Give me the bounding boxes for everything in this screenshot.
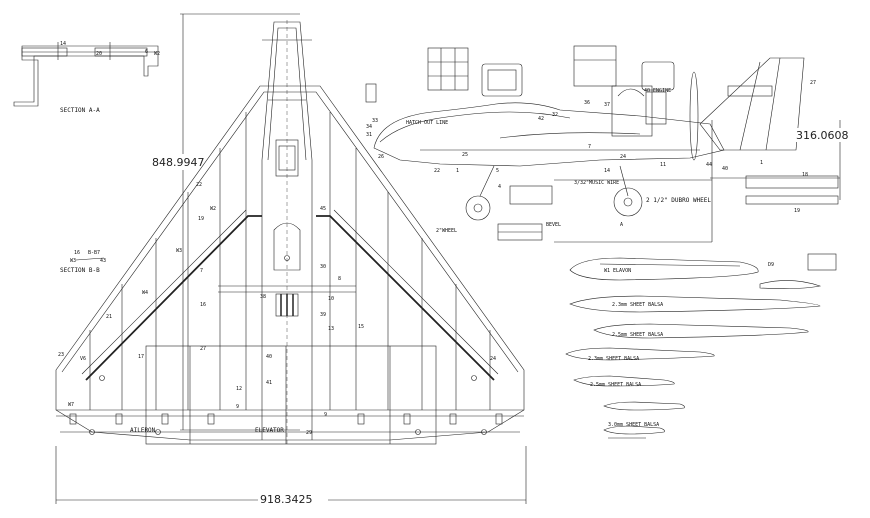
callout-label: 11 [660, 162, 666, 168]
side-dimension-label: 316.0608 [796, 129, 849, 142]
top-view-delta-wing: AILERON ELEVATOR 22 W2 W3 W4 V6 W7 45 30… [55, 20, 525, 445]
callout-label: 43 [100, 258, 106, 264]
rib-label: 22 [196, 182, 202, 188]
elevator-label: ELEVATOR [255, 427, 284, 434]
section-a-label: SECTION A-A [60, 107, 100, 114]
callout-label: D9 [768, 262, 774, 268]
engine-label: 40 ENGINE [644, 88, 671, 94]
callout-label: 27 [810, 80, 816, 86]
callout-label: 9 [236, 404, 239, 410]
callout-label: 17 [138, 354, 144, 360]
rib-label: W7 [68, 402, 74, 408]
callout-label: 24 [490, 356, 496, 362]
callout-label: 16 [74, 250, 80, 256]
callout-label: 15 [358, 324, 364, 330]
aileron-label: AILERON [130, 427, 156, 434]
callout-label: 36 [584, 100, 590, 106]
callout-label: 19 [794, 208, 800, 214]
callout-label: 38 [260, 294, 266, 300]
section-b-label: SECTION B-B [60, 267, 100, 274]
music-wire-label: 3/32"MUSIC WIRE [574, 180, 619, 186]
callout-label: 20 [96, 51, 102, 57]
callout-label: 1 [760, 160, 763, 166]
callout-label: 12 [236, 386, 242, 392]
callout-label: 8 [338, 276, 341, 282]
callout-label: 23 [58, 352, 64, 358]
side-view-fuselage: HATCH OUT LINE 40 ENGINE 3/32"MUSIC WIRE… [365, 45, 856, 243]
callout-label: 32 [552, 112, 558, 118]
rib-label: W2 [210, 206, 216, 212]
callout-label: 7 [200, 268, 203, 274]
callout-label: 7 [588, 144, 591, 150]
nose-wheel-label: 2"WHEEL [436, 228, 457, 234]
callout-label: W3 [70, 258, 76, 264]
callout-label: 1 [456, 168, 459, 174]
hatch-label: HATCH OUT LINE [406, 120, 448, 126]
rib-label: W4 [142, 290, 148, 296]
callout-label: 9 [324, 412, 327, 418]
callout-label: 40 [266, 354, 272, 360]
height-dimension-label: 848.9947 [152, 156, 205, 169]
section-a-a-detail: 14 20 6 W2 SECTION A-A [13, 41, 160, 114]
callout-label: 39 [320, 312, 326, 318]
profile-label: 3.0mm SHEET BALSA [608, 422, 659, 428]
rib-label: W3 [176, 248, 182, 254]
callout-label: 44 [706, 162, 712, 168]
profile-label: 2.5mm SHEET BALSA [612, 332, 663, 338]
main-wheel-label: 2 1/2" DUBRO WHEEL [646, 197, 711, 204]
profile-label: 2.3mm SHEET BALSA [612, 302, 663, 308]
callout-label: 27 [200, 346, 206, 352]
callout-label: 41 [266, 380, 272, 386]
section-b-b-detail: 16 B-B7 W3 43 SECTION B-B [60, 250, 106, 274]
callout-label: 42 [538, 116, 544, 122]
callout-label: 5 [496, 168, 499, 174]
callout-label: 37 [604, 102, 610, 108]
callout-label: 16 [200, 302, 206, 308]
callout-label: 33 [372, 118, 378, 124]
height-dimension: 848.9947 [150, 13, 300, 431]
callout-label: 22 [434, 168, 440, 174]
callout-label: 25 [462, 152, 468, 158]
callout-label: 31 [366, 132, 372, 138]
callout-label: 34 [366, 124, 372, 130]
callout-label: W2 [154, 51, 160, 57]
callout-label: 18 [802, 172, 808, 178]
callout-label: 30 [320, 264, 326, 270]
callout-label: 10 [328, 296, 334, 302]
callout-label: 6 [145, 49, 148, 55]
callout-label: 19 [198, 216, 204, 222]
rib-label: V6 [80, 356, 86, 362]
callout-label: 4 [498, 184, 501, 190]
callout-label: 13 [328, 326, 334, 332]
width-dimension: 918.3425 [55, 446, 527, 506]
callout-label: B-B7 [88, 250, 100, 256]
profile-label: W1 ELAVON [604, 268, 631, 274]
profile-label: 2.3mm SHEET BALSA [588, 356, 639, 362]
callout-label: 21 [106, 314, 112, 320]
profile-label: 2.5mm SHEET BALSA [590, 382, 641, 388]
callout-label: 24 [620, 154, 626, 160]
callout-label: 40 [722, 166, 728, 172]
width-dimension-label: 918.3425 [260, 493, 313, 506]
callout-label: 26 [378, 154, 384, 160]
callout-label: 14 [604, 168, 610, 174]
callout-label: 29 [306, 430, 312, 436]
callout-label: 45 [320, 206, 326, 212]
callout-label: 14 [60, 41, 66, 47]
bevel-label: BEVEL [546, 222, 561, 228]
callout-label: A [620, 222, 623, 228]
airfoil-profiles: W1 ELAVON D9 2.3mm SHEET BALSA 2.5mm SHE… [565, 253, 837, 439]
